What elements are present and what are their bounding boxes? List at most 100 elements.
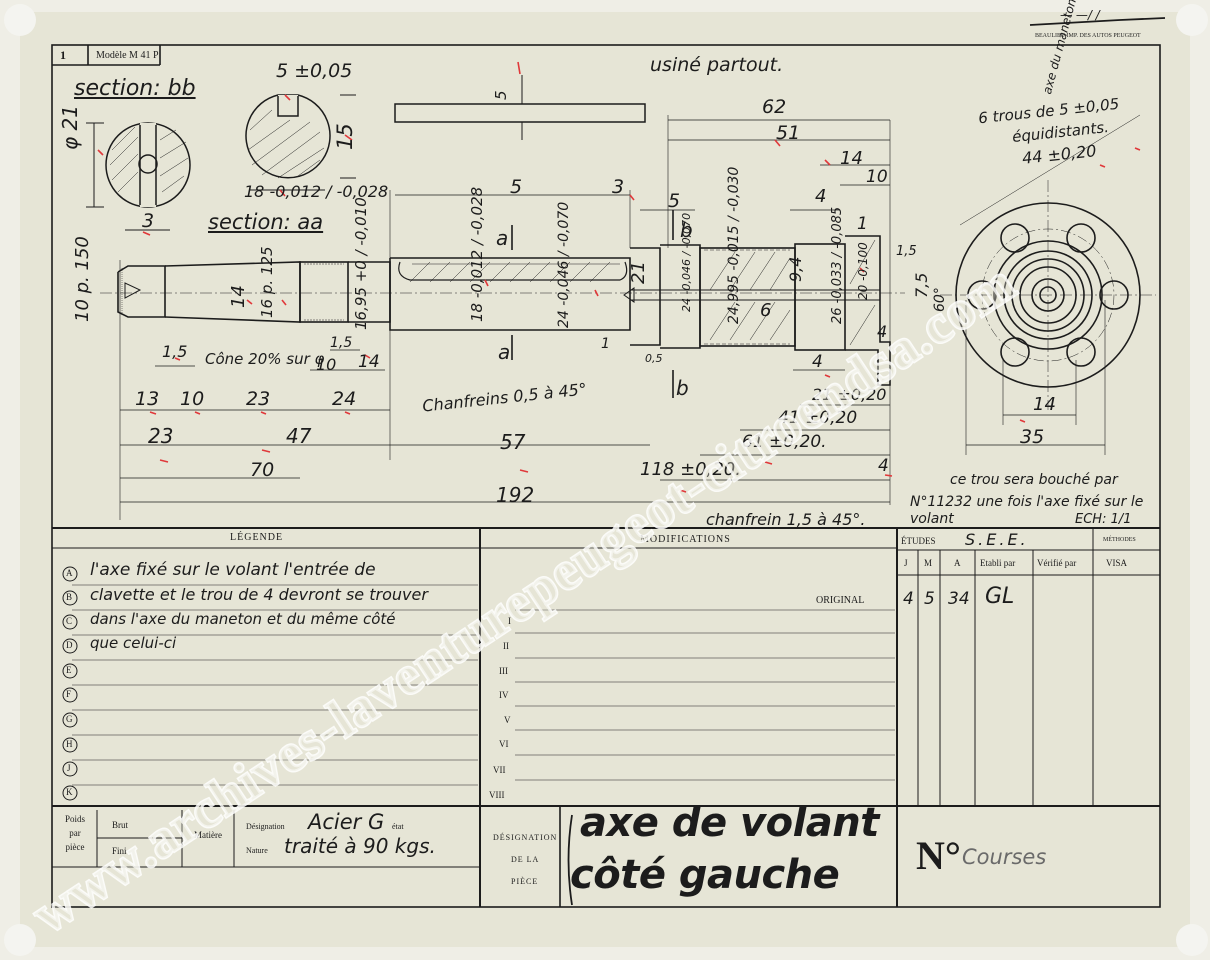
dim-d21: φ 21	[58, 105, 82, 150]
etudes-signature: GL	[985, 584, 1015, 609]
chanfrein-note: chanfrein 1,5 à 45°.	[706, 510, 866, 529]
legend-letter-d: D	[66, 640, 73, 650]
section-mark-a-top: a	[496, 226, 509, 250]
legend-text-d: que celui-ci	[90, 634, 177, 652]
dim-14-top: 14	[840, 148, 863, 169]
section-mark-b-top: b	[680, 218, 693, 242]
dim-62: 62	[762, 96, 787, 118]
dim-13: 13	[135, 388, 160, 410]
flange-dim-14: 14	[1033, 394, 1056, 415]
dim-10-low: 10	[316, 355, 337, 374]
etudes-year: 34	[948, 589, 970, 609]
etat-label: état	[392, 822, 404, 831]
dim-192: 192	[496, 483, 535, 507]
legend-letter-g: G	[66, 714, 73, 724]
dim-3: 3	[142, 210, 155, 232]
poids-label: Poids par pièce	[64, 814, 85, 852]
matiere-label: Matière	[194, 830, 222, 840]
dim-1-5-right: 1,5	[896, 244, 917, 259]
etudes-col-j: J	[904, 558, 908, 568]
etudes-title: ÉTUDES	[901, 536, 936, 546]
etudes-dept: S.E.E.	[965, 530, 1029, 549]
dim-24-995: 24,995 -0,015 / -0,030	[726, 166, 742, 324]
model-label: Modèle M 41 P	[96, 50, 159, 61]
dim-23-row: 23	[246, 388, 271, 410]
dim-18-shaft: 18 -0,012 / -0,028	[468, 186, 486, 322]
dim-24: 24 -0,046 / -0,070	[556, 201, 572, 328]
dimension-lines	[119, 115, 1105, 520]
modifications-title: MODIFICATIONS	[640, 534, 731, 545]
etudes-col-etabli: Etabli par	[980, 558, 1016, 568]
dim-24-row: 24	[332, 388, 357, 410]
dim-1-5-mid: 1,5	[330, 335, 353, 351]
etudes-col-a: A	[954, 558, 961, 568]
dim-118-tol: 118 ±0,20.	[640, 459, 741, 480]
plug-note-line3: volant	[910, 511, 954, 527]
piece-label-3: PIÈCE	[511, 877, 539, 886]
key-section-view	[245, 94, 356, 191]
designation-label: Désignation	[246, 822, 285, 831]
legend-text-a: l'axe fixé sur le volant l'entrée de	[90, 560, 376, 580]
top-marks: — —/ /	[1060, 8, 1100, 22]
dim-1-1: 1	[601, 336, 610, 352]
etudes-col-visa: VISA	[1106, 558, 1128, 568]
sheet-number: 1	[60, 48, 66, 62]
mod-row-2: II	[503, 641, 509, 651]
dim-3-mid: 3	[612, 176, 625, 198]
dim-4-top: 4	[815, 186, 827, 207]
dim-9-4: 9,4	[786, 256, 805, 282]
nature-label: Nature	[246, 846, 268, 855]
fini-label: Fini	[112, 846, 127, 856]
dim-61-tol: 61 ±0,20.	[742, 432, 827, 452]
mod-row-3: III	[499, 666, 508, 676]
dim-47: 47	[286, 424, 312, 448]
dim-6: 6	[760, 300, 772, 321]
section-mark-a-bottom: a	[498, 340, 511, 364]
outer-frame	[51, 44, 1161, 908]
designation-value: Acier G	[308, 810, 385, 834]
number-label: N°	[916, 833, 961, 878]
piece-name-line2: côté gauche	[570, 852, 840, 898]
etudes-col-verifie: Vérifié par	[1037, 558, 1077, 568]
dim-41-tol: 41 ±0,20	[778, 408, 858, 428]
key-part-view	[394, 75, 646, 140]
legend-letter-e: E	[66, 665, 72, 675]
etudes-day: 4	[903, 589, 914, 609]
red-check-marks	[97, 61, 1141, 493]
section-bb-title: section: bb	[74, 76, 196, 101]
plug-note-line1: ce trou sera bouché par	[950, 472, 1118, 488]
original-label: ORIGINAL	[816, 595, 865, 606]
dim-4-end: 4	[878, 456, 889, 476]
section-aa-title: section: aa	[208, 210, 324, 234]
piece-name-line1: axe de volant	[580, 800, 879, 846]
etudes-month: 5	[924, 589, 935, 609]
dim-18-key: 18 -0,012 / -0,028	[244, 182, 389, 201]
legend-text-c: dans l'axe du maneton et du même côté	[90, 610, 396, 628]
dim-20: 20 -0,100	[856, 242, 870, 300]
dim-14: 14	[228, 285, 249, 308]
mod-row-8: VIII	[489, 790, 505, 800]
legend-letter-f: F	[66, 689, 72, 699]
dim-5-top: 5	[492, 90, 510, 100]
scale-note: ECH: 1/1	[1075, 512, 1132, 527]
legend-letter-b: B	[66, 592, 73, 602]
dim-0-5: 0,5	[645, 352, 663, 365]
legend-letter-j: J	[67, 763, 71, 773]
number-value: Courses	[962, 845, 1047, 869]
legend-title: LÉGENDE	[230, 532, 284, 543]
dim-16: 16 p. 125	[258, 246, 276, 318]
legend-letter-k: K	[66, 787, 73, 797]
dim-key-5: 5 ±0,05	[276, 60, 353, 82]
legend-letter-c: C	[66, 616, 73, 626]
flange-dim-35: 35	[1020, 426, 1045, 448]
mod-row-4: IV	[499, 690, 509, 700]
dim-4-low: 4	[812, 352, 823, 372]
dim-21: 21	[628, 261, 649, 284]
etudes-col-m: M	[924, 558, 933, 568]
legend-letter-a: A	[66, 568, 73, 578]
mod-row-7: VII	[493, 765, 506, 775]
dim-21-tol: 21 ±0,20	[812, 385, 887, 404]
plug-note-line2: N°11232 une fois l'axe fixé sur le	[910, 494, 1144, 510]
section-bb-view	[86, 122, 191, 231]
